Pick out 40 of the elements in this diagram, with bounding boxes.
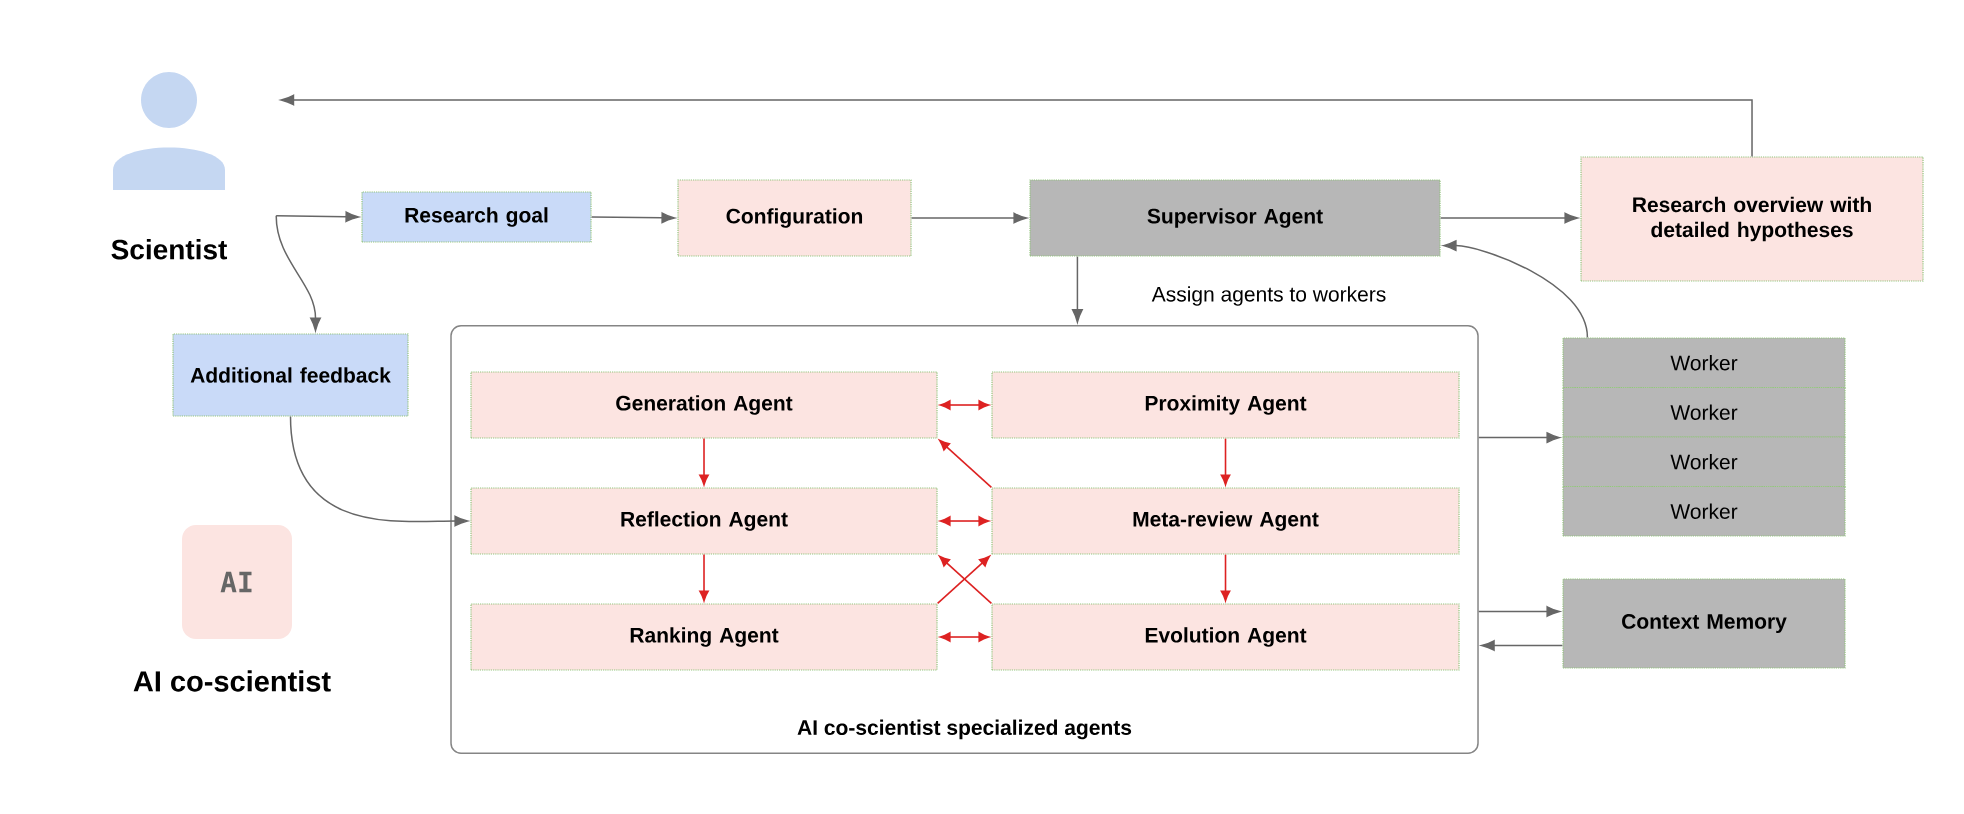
process-box: Configuration <box>677 179 912 257</box>
ai-badge: AI <box>182 525 292 639</box>
worker-box: Worker <box>1562 436 1846 488</box>
agent-box: Evolution Agent <box>991 603 1460 671</box>
arrow <box>939 632 990 642</box>
arrow <box>1442 240 1589 339</box>
arrow <box>1220 553 1231 602</box>
agent-box: Supervisor Agent <box>1029 179 1441 257</box>
arrow <box>289 415 469 527</box>
arrow <box>275 211 360 223</box>
arrow <box>1071 255 1083 323</box>
badge-caption: AI co-scientist <box>133 670 331 692</box>
process-box: Research overview with detailed hypotheses <box>1580 156 1924 282</box>
agent-box: Reflection Agent <box>470 487 938 555</box>
arrow <box>1439 212 1579 224</box>
arrow <box>699 553 709 602</box>
arrow <box>1478 606 1561 617</box>
agent-box: Context Memory <box>1562 578 1846 669</box>
arrow <box>280 94 1753 158</box>
agent-box: Proximity Agent <box>991 371 1460 439</box>
agent-box: Ranking Agent <box>470 603 938 671</box>
arrow <box>1481 640 1564 651</box>
worker-box: Worker <box>1562 485 1846 537</box>
worker-box: Worker <box>1562 386 1846 438</box>
input-box: Additional feedback <box>172 333 409 417</box>
arrow <box>910 212 1028 224</box>
edge-label: Assign agents to workers <box>1149 284 1389 308</box>
arrow <box>275 214 321 332</box>
arrow <box>939 439 993 489</box>
role-label: Scientist <box>111 238 227 260</box>
arrow <box>590 212 676 224</box>
arrow <box>1220 437 1231 486</box>
worker-box: Worker <box>1562 337 1846 389</box>
arrow <box>939 400 990 410</box>
input-box: Research goal <box>361 191 592 243</box>
agent-box: Generation Agent <box>470 371 938 439</box>
arrow <box>939 516 990 526</box>
arrow <box>699 437 709 486</box>
agent-box: Meta-review Agent <box>991 487 1460 555</box>
arrow <box>1478 432 1561 444</box>
